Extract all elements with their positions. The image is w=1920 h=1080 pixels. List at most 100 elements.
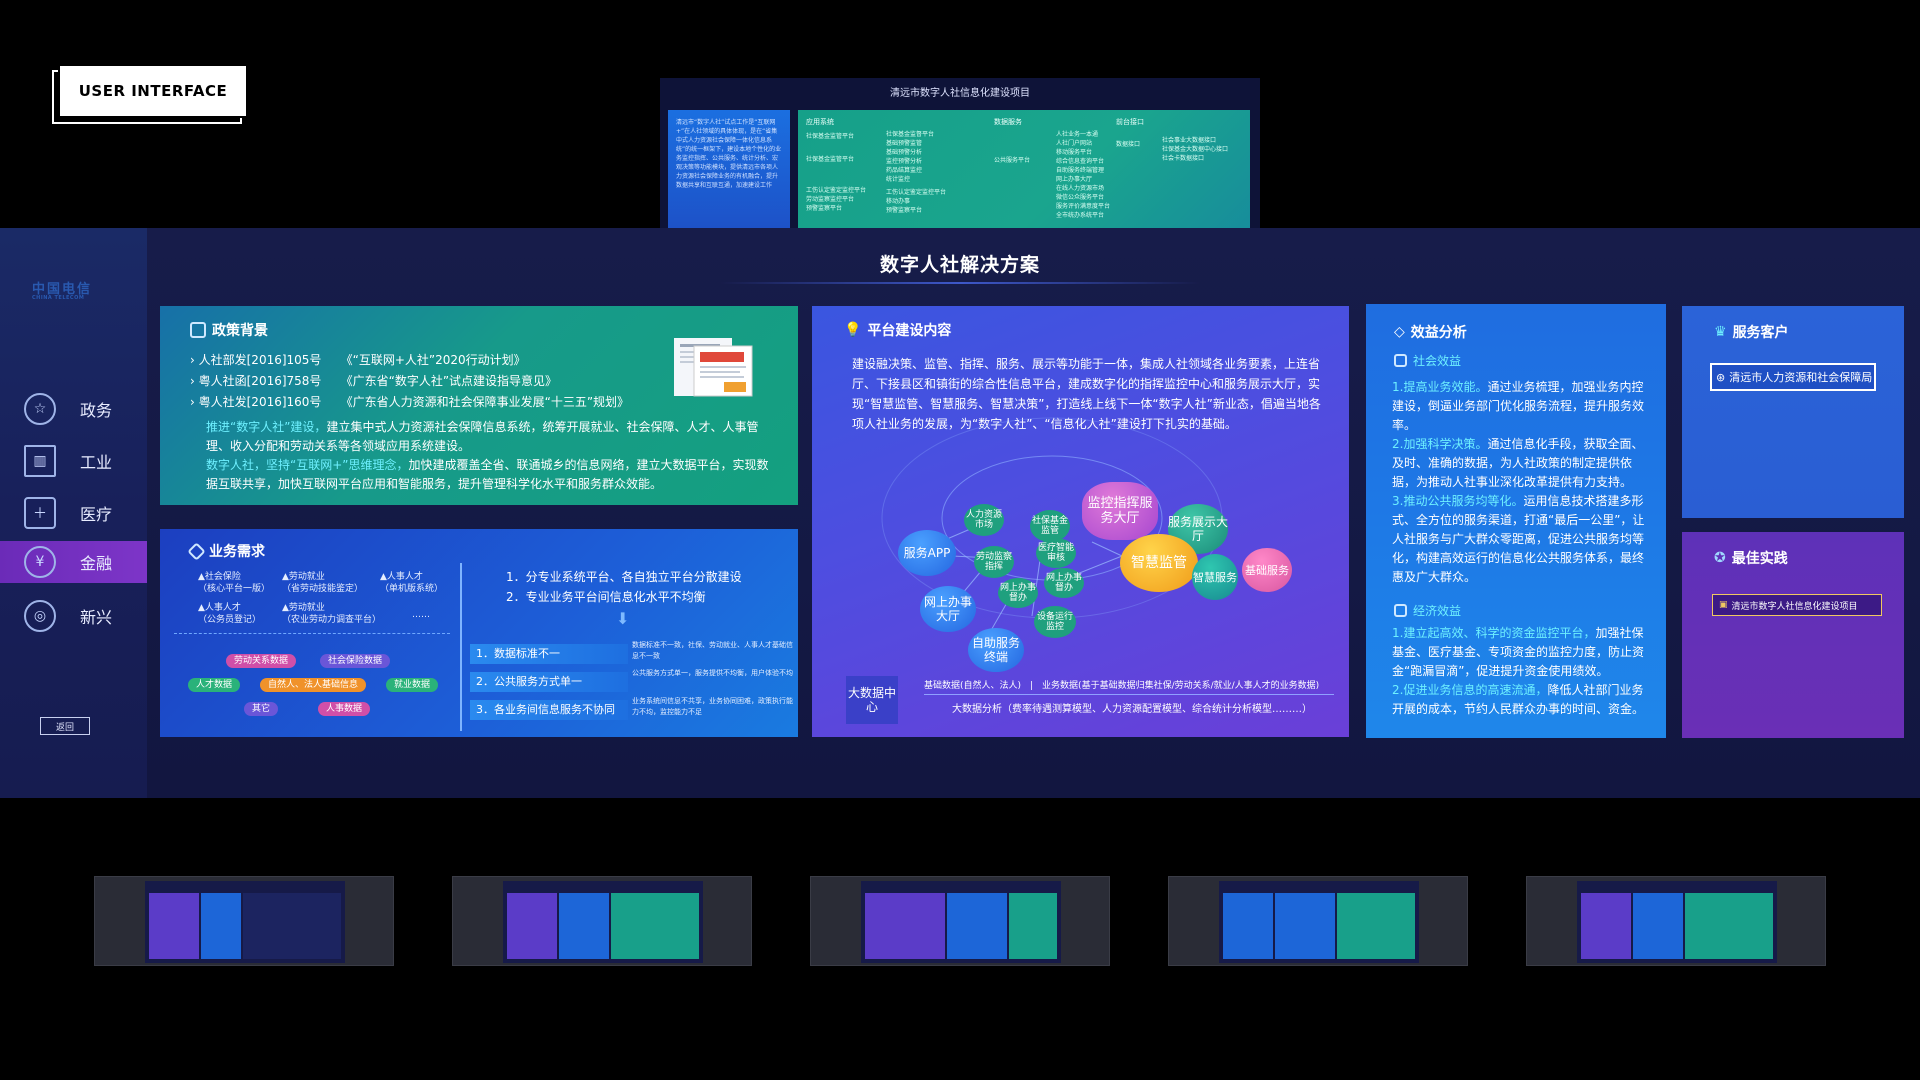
system-item: ▲劳动就业（省劳动技能鉴定） (282, 572, 364, 594)
lightbulb-icon: 💡 (844, 322, 862, 338)
emerging-icon: ◎ (24, 600, 56, 632)
data-tag: 劳动关系数据 (226, 654, 297, 668)
bubble-labor-inspection[interactable]: 劳动监察指挥 (974, 546, 1014, 578)
best-practice-card: ✪最佳实践 ▣清远市数字人社信息化建设项目 (1682, 532, 1904, 738)
medical-icon: ＋ (24, 497, 56, 529)
bigdata-center-label: 大数据中心 (846, 676, 898, 724)
preview-col-data: 数据服务 公共服务平台 人社业务一本通 人社门户网站 移动服务平台 综合信息查询… (994, 118, 1134, 219)
thumbnail-slide-4[interactable] (1168, 876, 1468, 966)
medal-icon: ✪ (1714, 550, 1726, 566)
preview-col-interface-sublist: 社会事业大数据接口 社保基金大数据中心接口 社会卡数据接口 (1162, 137, 1229, 162)
preview-col-apps-sublist: 社保基金监督平台 基础预警监管 基础预警分析 监控预警分析 药品结算监控 统计监… (886, 131, 947, 214)
government-icon: ☆ (24, 393, 56, 425)
bubble-smart-supervision[interactable]: 智慧监管 (1120, 534, 1198, 592)
problem-label: 2．公共服务方式单一 (470, 672, 628, 692)
benefit-heading: ◇效益分析 (1394, 324, 1467, 341)
preview-col-apps: 应用系统 社保基金监管平台 社保基金监管平台 工伤认定鉴定监控平台 劳动监察监控… (806, 118, 946, 214)
diamond-icon: ◇ (1394, 324, 1405, 340)
needs-vertical-divider (460, 563, 462, 731)
preview-col-interface: 前台接口 数据接口 社会事业大数据接口 社保基金大数据中心接口 社会卡数据接口 (1116, 118, 1256, 162)
bubble-online-hall[interactable]: 网上办事大厅 (920, 586, 976, 632)
thumbnail-slide-1[interactable] (94, 876, 394, 966)
needs-heading: 业务需求 (187, 541, 265, 561)
bigdata-row-1: 基础数据(自然人、法人) | 业务数据(基于基础数据归集社保/劳动关系/就业/人… (924, 678, 1334, 695)
system-item: ▲人事人才（单机版系统） (380, 572, 444, 594)
title-underline (720, 282, 1200, 284)
preview-col-apps-list: 社保基金监管平台 社保基金监管平台 工伤认定鉴定监控平台 劳动监察监控平台 预警… (806, 133, 867, 212)
document-icon (1394, 354, 1407, 367)
document-icon (1394, 604, 1407, 617)
cube-icon (187, 541, 206, 561)
data-tag: 其它 (244, 702, 279, 716)
thumbnail-slide-5[interactable] (1526, 876, 1826, 966)
data-tag: 人事数据 (318, 702, 371, 716)
nav-item-emerging[interactable]: ◎ 新兴 (0, 595, 147, 637)
data-tag: 人才数据 (188, 678, 241, 692)
business-needs-card: 业务需求 ▲社会保险（核心平台一版） ▲劳动就业（省劳动技能鉴定） ▲人事人才（… (160, 529, 798, 737)
policy-doc-item[interactable]: › 粤人社函[2016]758号《广东省“数字人社”试点建设指导意见》 (190, 374, 558, 388)
bubble-service-app[interactable]: 服务APP (898, 530, 956, 576)
platform-diagram-lines (881, 417, 1223, 647)
page-title: 数字人社解决方案 (879, 254, 1040, 276)
nav-item-medical[interactable]: ＋ 医疗 (0, 492, 147, 534)
platform-paragraph: 建设融决策、监管、指挥、服务、展示等功能于一体，集成人社领域各业务要素，上连省厅… (852, 357, 1321, 431)
policy-heading: 政策背景 (190, 320, 268, 340)
preview-architecture: 应用系统 社保基金监管平台 社保基金监管平台 工伤认定鉴定监控平台 劳动监察监控… (798, 110, 1250, 228)
bubble-basic-service[interactable]: 基础服务 (1242, 548, 1292, 592)
bigdata-row-2: 大数据分析（费率待遇测算模型、人力资源配置模型、综合统计分析模型………） (952, 704, 1312, 715)
bullet-icon: ▣ (1719, 600, 1728, 610)
service-client-card: ♛服务客户 ⊛清远市人力资源和社会保障局 (1682, 306, 1904, 518)
bubble-online-supervise-2[interactable]: 网上办事督办 (998, 578, 1038, 608)
problem-desc: 公共服务方式单一，服务提供不均衡，用户体验不均 (632, 669, 793, 677)
best-practice-badge[interactable]: ▣清远市数字人社信息化建设项目 (1712, 594, 1882, 616)
user-interface-label: USER INTERFACE (58, 64, 248, 118)
nav-item-government[interactable]: ☆ 政务 (0, 388, 147, 430)
thumbnail-slide-2[interactable] (452, 876, 752, 966)
data-tag: 就业数据 (386, 678, 439, 692)
best-heading: ✪最佳实践 (1714, 550, 1788, 567)
system-ellipsis: …… (412, 610, 430, 620)
crown-icon: ♛ (1714, 324, 1727, 340)
bubble-fund-supervision[interactable]: 社保基金监管 (1030, 510, 1070, 542)
social-benefit-heading: 社会效益 (1394, 352, 1461, 369)
industry-icon: ▥ (24, 445, 56, 477)
problem-desc: 业务系统间信息不共享，业务协同困难，政策执行能力不均，监控能力不足 (632, 697, 793, 716)
bubble-device-monitor[interactable]: 设备运行监控 (1034, 606, 1076, 638)
system-item: ▲劳动就业（农业劳动力调查平台） (282, 603, 382, 625)
problem-desc: 数据标准不一致，社保、劳动就业、人事人才基础信息不一致 (632, 641, 793, 660)
platform-heading: 💡平台建设内容 (844, 322, 952, 339)
nav-item-industry[interactable]: ▥ 工业 (0, 440, 147, 482)
economic-benefit-heading: 经济效益 (1394, 602, 1461, 619)
arrow-down-icon: ⬇ (616, 609, 630, 628)
bubble-medical-audit[interactable]: 医疗智能审核 (1036, 538, 1076, 568)
preview-col-data-head: 数据服务 (994, 118, 1022, 126)
preview-slide-top[interactable]: 清远市数字人社信息化建设项目 清远市“数字人社”试点工作是“互联网+”在人社领域… (660, 78, 1260, 228)
emblem-icon: ⊛ (1716, 370, 1726, 384)
bubble-hr-market[interactable]: 人力资源市场 (964, 504, 1004, 536)
policy-card: 政策背景 › 人社部发[2016]105号《“互联网+人社”2020行动计划》 … (160, 306, 798, 505)
document-icon (190, 322, 206, 338)
finance-icon: ¥ (24, 546, 56, 578)
client-heading: ♛服务客户 (1714, 324, 1789, 341)
client-badge[interactable]: ⊛清远市人力资源和社会保障局 (1710, 363, 1876, 391)
preview-title: 清远市数字人社信息化建设项目 (890, 88, 1030, 99)
preview-col-data-sublist: 人社业务一本通 人社门户网站 移动服务平台 综合信息查询平台 自助服务终端管理 … (1056, 131, 1111, 219)
bubble-kiosk[interactable]: 自助服务终端 (968, 628, 1024, 672)
social-benefit-list: 1.提高业务效能。通过业务梳理，加强业务内控建设，倒逼业务部门优化服务流程，提升… (1392, 380, 1645, 584)
needs-divider (174, 633, 450, 634)
preview-intro-text: 清远市“数字人社”试点工作是“互联网+”在人社领域的具体体现，是在“省集中式人力… (668, 110, 790, 228)
thumbnail-slide-3[interactable] (810, 876, 1110, 966)
bubble-online-supervise[interactable]: 网上办事督办 (1044, 568, 1084, 598)
economic-benefit-list: 1.建立起高效、科学的资金监控平台，加强社保基金、医疗基金、专项资金的监控力度，… (1392, 626, 1645, 716)
preview-col-interface-head: 前台接口 (1116, 118, 1144, 126)
bubble-monitor-hall[interactable]: 监控指挥服务大厅 (1082, 482, 1158, 540)
problem-label: 3．各业务间信息服务不协同 (470, 700, 628, 720)
back-button[interactable]: 返回 (40, 717, 90, 735)
system-item: ▲社会保险（核心平台一版） (198, 572, 271, 594)
bubble-smart-service[interactable]: 智慧服务 (1192, 554, 1238, 600)
nav-item-finance[interactable]: ¥ 金融 (0, 541, 147, 583)
policy-document-image (674, 338, 753, 397)
policy-doc-item[interactable]: › 人社部发[2016]105号《“互联网+人社”2020行动计划》 (190, 353, 526, 367)
policy-doc-item[interactable]: › 粤人社发[2016]160号《广东省人力资源和社会保障事业发展“十三五”规划… (190, 395, 630, 409)
